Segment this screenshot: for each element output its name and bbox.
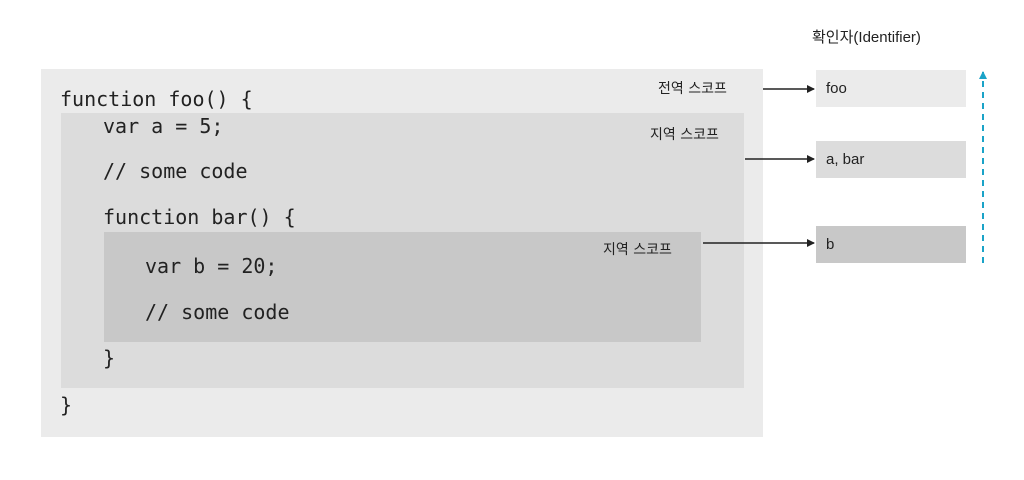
code-line-function-bar: function bar() { — [103, 205, 296, 229]
foo-local-scope-label: 지역 스코프 — [650, 127, 719, 143]
global-scope-label: 전역 스코프 — [658, 81, 727, 97]
code-line-close-bar: } — [103, 346, 116, 370]
code-line-comment-foo: // some code — [103, 159, 248, 183]
identifier-box-global: foo — [816, 70, 966, 107]
code-line-function-foo: function foo() { — [60, 87, 253, 111]
identifier-box-foo-local: a, bar — [816, 141, 966, 178]
identifier-bar-local-text: b — [826, 236, 835, 253]
code-line-var-b: var b = 20; — [145, 254, 278, 278]
code-line-comment-bar: // some code — [145, 300, 290, 324]
identifier-global-text: foo — [826, 80, 847, 97]
identifier-header: 확인자(Identifier) — [812, 29, 921, 46]
code-line-close-foo: } — [60, 393, 73, 417]
identifier-box-bar-local: b — [816, 226, 966, 263]
identifier-foo-local-text: a, bar — [826, 151, 865, 168]
code-line-var-a: var a = 5; — [103, 114, 224, 138]
bar-local-scope-label: 지역 스코프 — [603, 242, 672, 258]
bar-local-scope-region — [104, 232, 701, 342]
